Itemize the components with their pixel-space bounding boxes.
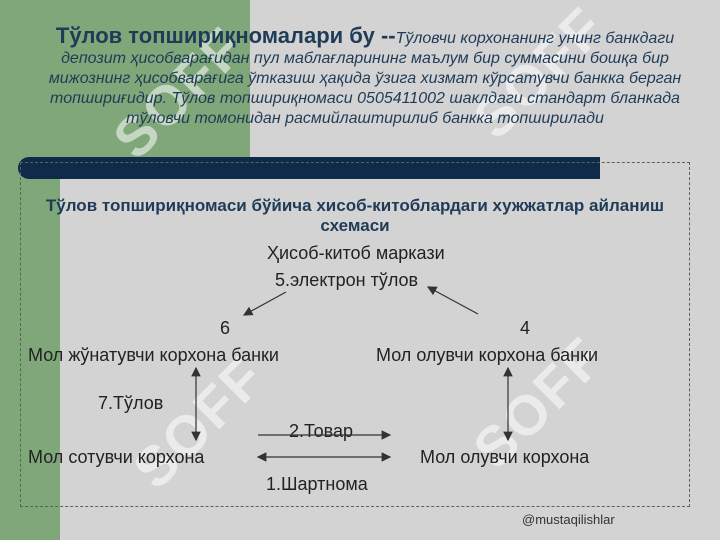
- buyer-bank: Мол олувчи корхона банки: [376, 345, 599, 365]
- arrow-center-to-payer-bank: [242, 291, 287, 316]
- title-body: Тўловчи корхонанинг унинг банкдаги депоз…: [48, 30, 682, 127]
- footer-handle: @mustaqilishlar: [522, 512, 615, 527]
- diagram-subtitle: Тўлов топшириқномаси бўйича хисоб-китобл…: [45, 196, 665, 235]
- diagram-frame: [20, 162, 690, 507]
- label-step-4: 4: [520, 318, 531, 338]
- payer-bank: Мол жўнатувчи корхона банки: [28, 345, 279, 365]
- seller-company: Мол сотувчи корхона: [28, 447, 205, 467]
- label-contract: 1.Шартнома: [266, 474, 368, 494]
- label-step-6: 6: [220, 318, 231, 338]
- settlement-center: Ҳисоб-китоб маркази: [267, 243, 445, 263]
- buyer-company: Мол олувчи корхона: [420, 447, 590, 467]
- label-electronic-payment: 5.электрон тўлов: [275, 270, 419, 290]
- title-block: Тўлов топшириқномалари бу --Тўловчи корх…: [30, 23, 700, 129]
- top-green-band: [0, 0, 250, 160]
- label-payment: 7.Тўлов: [98, 393, 164, 413]
- label-goods: 2.Товар: [289, 421, 353, 441]
- arrow-buyer-bank-to-center: [426, 286, 479, 315]
- title-main: Тўлов топшириқномалари бу --: [55, 23, 396, 48]
